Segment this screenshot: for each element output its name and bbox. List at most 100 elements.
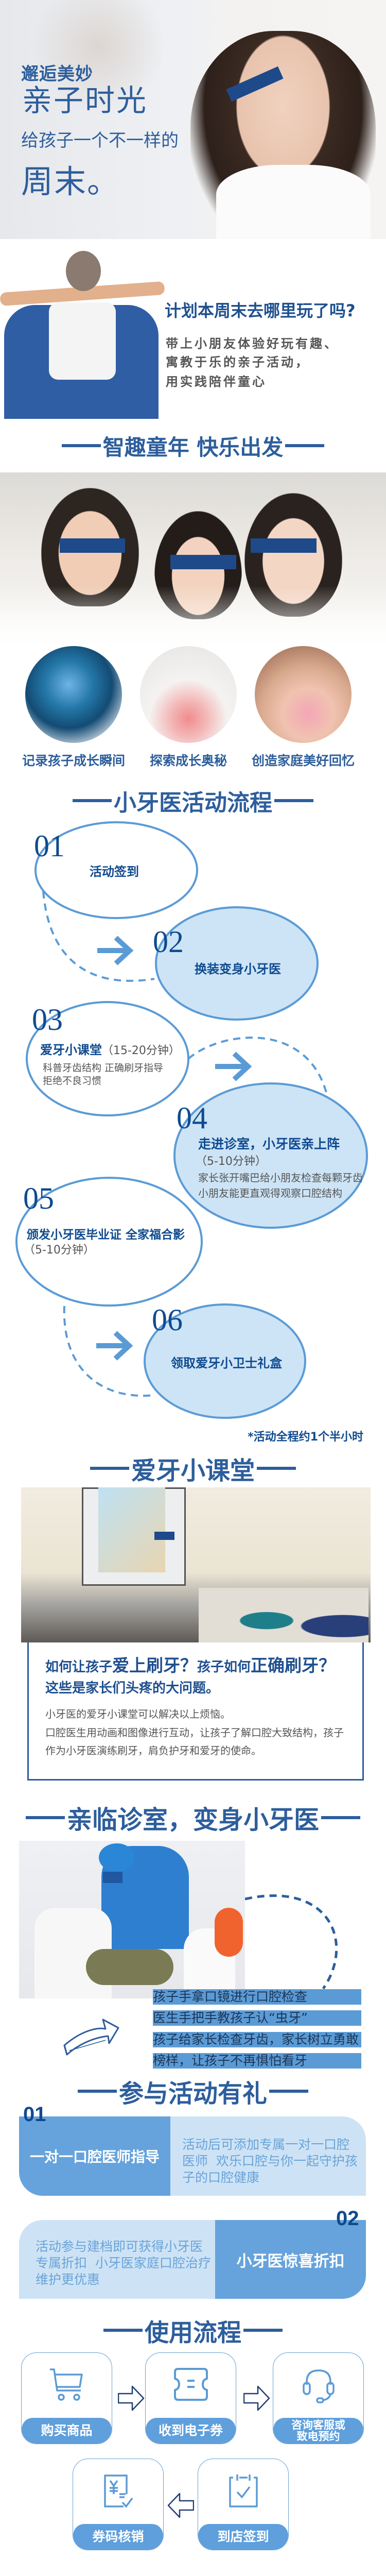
section-heading-fun: 智趣童年 快乐出发 (0, 432, 386, 460)
heading-rule (321, 1816, 360, 1819)
privacy-bar (251, 538, 317, 553)
step-desc: 拒绝不良习惯 (43, 1075, 102, 1087)
gift-desc: 子的口腔健康 (182, 2170, 260, 2185)
usage-step-checkin: 到店签到 (198, 2459, 289, 2550)
clinic-bullet: 孩子给家长检查牙齿，家长树立勇敢 (153, 2032, 361, 2047)
section-heading-process: 小牙医活动流程 (0, 786, 386, 816)
privacy-bar (60, 538, 125, 553)
question-highlight: 爱上刷牙？ (112, 1655, 198, 1675)
heading-text: 使用流程 (145, 2318, 241, 2347)
ticket-icon (173, 2368, 208, 2401)
usage-step-label: 购买商品 (22, 2418, 112, 2444)
step-number: 05 (23, 1181, 54, 1215)
gift-card-2: 小牙医惊喜折扣 活动参与建档即可获得小牙医 专属折扣 小牙医家庭口腔治疗 维护更… (19, 2220, 366, 2299)
usage-step-coupon: 收到电子券 (145, 2352, 236, 2444)
usage-step-buy: 购买商品 (21, 2352, 112, 2444)
question-part: 孩子如何 (197, 1659, 251, 1675)
gift-title: 小牙医惊喜折扣 (236, 2252, 345, 2270)
privacy-bar (170, 555, 236, 569)
classroom-photo (21, 1487, 371, 1642)
hero-title: 亲子时光 (22, 83, 148, 118)
headset-icon (302, 2369, 335, 2403)
step-desc: 小朋友能更直观得观察口腔结构 (198, 1187, 342, 1199)
step-number: 01 (34, 829, 65, 863)
step-circle-1 (34, 821, 198, 919)
gift-title-panel: 小牙医惊喜折扣 (215, 2220, 366, 2299)
feature-label: 记录孩子成长瞬间 (22, 753, 125, 768)
lesson-body: 作为小牙医演练刷牙，肩负护牙和爱牙的使命。 (45, 1744, 261, 1757)
label-line: 收到电子券 (158, 2422, 223, 2438)
feature-photo-dentist-toy (140, 646, 237, 743)
lesson-body: 小牙医的爱牙小课堂可以解决以上烦恼。 (45, 1708, 231, 1720)
label-line: 致电预约 (296, 2430, 340, 2443)
gift-card-1: 一对一口腔医师指导 活动后可添加专属一对一口腔 医师 欢乐口腔与你一起守护孩 子… (19, 2116, 366, 2196)
label-line: 券码核销 (92, 2529, 144, 2544)
heading-rule (77, 2090, 117, 2093)
process-duration-note: *活动全程约1个半小时 (248, 1431, 363, 1444)
step-circle-2 (155, 906, 319, 1021)
usage-step-label: 券码核销 (73, 2524, 163, 2550)
heading-rule (274, 799, 313, 802)
step-title: 爱牙小课堂（15-20分钟） (40, 1040, 180, 1058)
step-duration: （5-10分钟） (196, 1155, 267, 1168)
step-duration: （5-10分钟） (24, 1244, 95, 1257)
gift-desc: 活动后可添加专属一对一口腔 (182, 2137, 350, 2152)
section-heading-clinic: 亲临诊室，变身小牙医 (0, 1802, 386, 1835)
gift-desc-panel (170, 2116, 366, 2196)
heading-rule (243, 2329, 283, 2332)
dashed-connector (42, 891, 155, 982)
arrow-right-icon (96, 1331, 133, 1361)
heading-text: 小牙医活动流程 (114, 790, 272, 816)
usage-step-consult: 咨询客服或致电预约 (273, 2352, 364, 2444)
heading-rule (269, 2090, 308, 2093)
curved-arrow-icon (63, 2019, 119, 2056)
step-title-text: 爱牙小课堂 (40, 1043, 102, 1057)
heading-text: 亲临诊室，变身小牙医 (66, 1805, 319, 1835)
gift-desc: 专属折扣 小牙医家庭口腔治疗 (36, 2256, 211, 2270)
heading-text: 爱牙小课堂 (131, 1456, 255, 1485)
step-number: 02 (153, 925, 184, 959)
lesson-textbox (27, 1642, 364, 1781)
arrow-right-outline-icon (243, 2385, 270, 2411)
step-title: 领取爱牙小卫士礼盒 (171, 1356, 282, 1370)
step-circle-4 (173, 1082, 368, 1229)
gift-title: 一对一口腔医师指导 (29, 2148, 160, 2165)
gift-number: 01 (23, 2103, 46, 2126)
hero-kicker: 邂逅美妙 (21, 64, 93, 84)
hero-title-2: 周末。 (21, 163, 120, 200)
step-desc: 科普牙齿结构 正确刷牙指导 (43, 1062, 164, 1074)
hero-photo (0, 0, 386, 239)
clinic-bullet: 孩子手拿口镜进行口腔检查 (153, 1989, 361, 2005)
section-heading-gifts: 参与活动有礼 (0, 2076, 386, 2108)
label-line: 到店签到 (217, 2529, 269, 2544)
section-heading-lesson: 爱牙小课堂 (0, 1453, 386, 1485)
usage-step-label: 收到电子券 (146, 2418, 236, 2444)
dental-clinic-photo (19, 1841, 245, 1998)
step-number: 03 (32, 1003, 63, 1037)
label-line: 购买商品 (41, 2422, 93, 2438)
privacy-bar (103, 1872, 122, 1883)
gift-desc: 活动参与建档即可获得小牙医 (36, 2239, 203, 2254)
gift-title-panel: 一对一口腔医师指导 (19, 2116, 170, 2196)
calendar-check-icon (229, 2475, 258, 2507)
clinic-bullet: 榜样，让孩子不再惧怕看牙 (153, 2053, 361, 2069)
step-title: 颁发小牙医毕业证 全家福合影 (27, 1228, 185, 1242)
receipt-yen-icon (103, 2475, 133, 2508)
heading-rule (25, 1816, 65, 1819)
arrow-right-icon (97, 936, 134, 965)
arrow-right-icon (215, 1052, 252, 1081)
feature-label: 创造家庭美好回忆 (251, 753, 355, 768)
arrow-left-outline-icon (167, 2493, 194, 2518)
lesson-question-line2: 这些是家长们头疼的大问题。 (45, 1681, 220, 1696)
step-duration: （15-20分钟） (102, 1044, 180, 1057)
step-number: 04 (177, 1101, 207, 1135)
privacy-bar (154, 1532, 174, 1540)
intro-line: 寓教于乐的亲子活动， (166, 355, 310, 369)
heading-rule (103, 2329, 143, 2332)
lesson-body: 口腔医生用动画和图像进行互动，让孩子了解口腔大致结构，孩子 (45, 1726, 344, 1739)
usage-step-label: 到店签到 (198, 2524, 288, 2550)
question-highlight: 正确刷牙？ (251, 1655, 336, 1675)
step-circle-6 (144, 1303, 306, 1419)
feature-photo-camera (25, 646, 122, 743)
